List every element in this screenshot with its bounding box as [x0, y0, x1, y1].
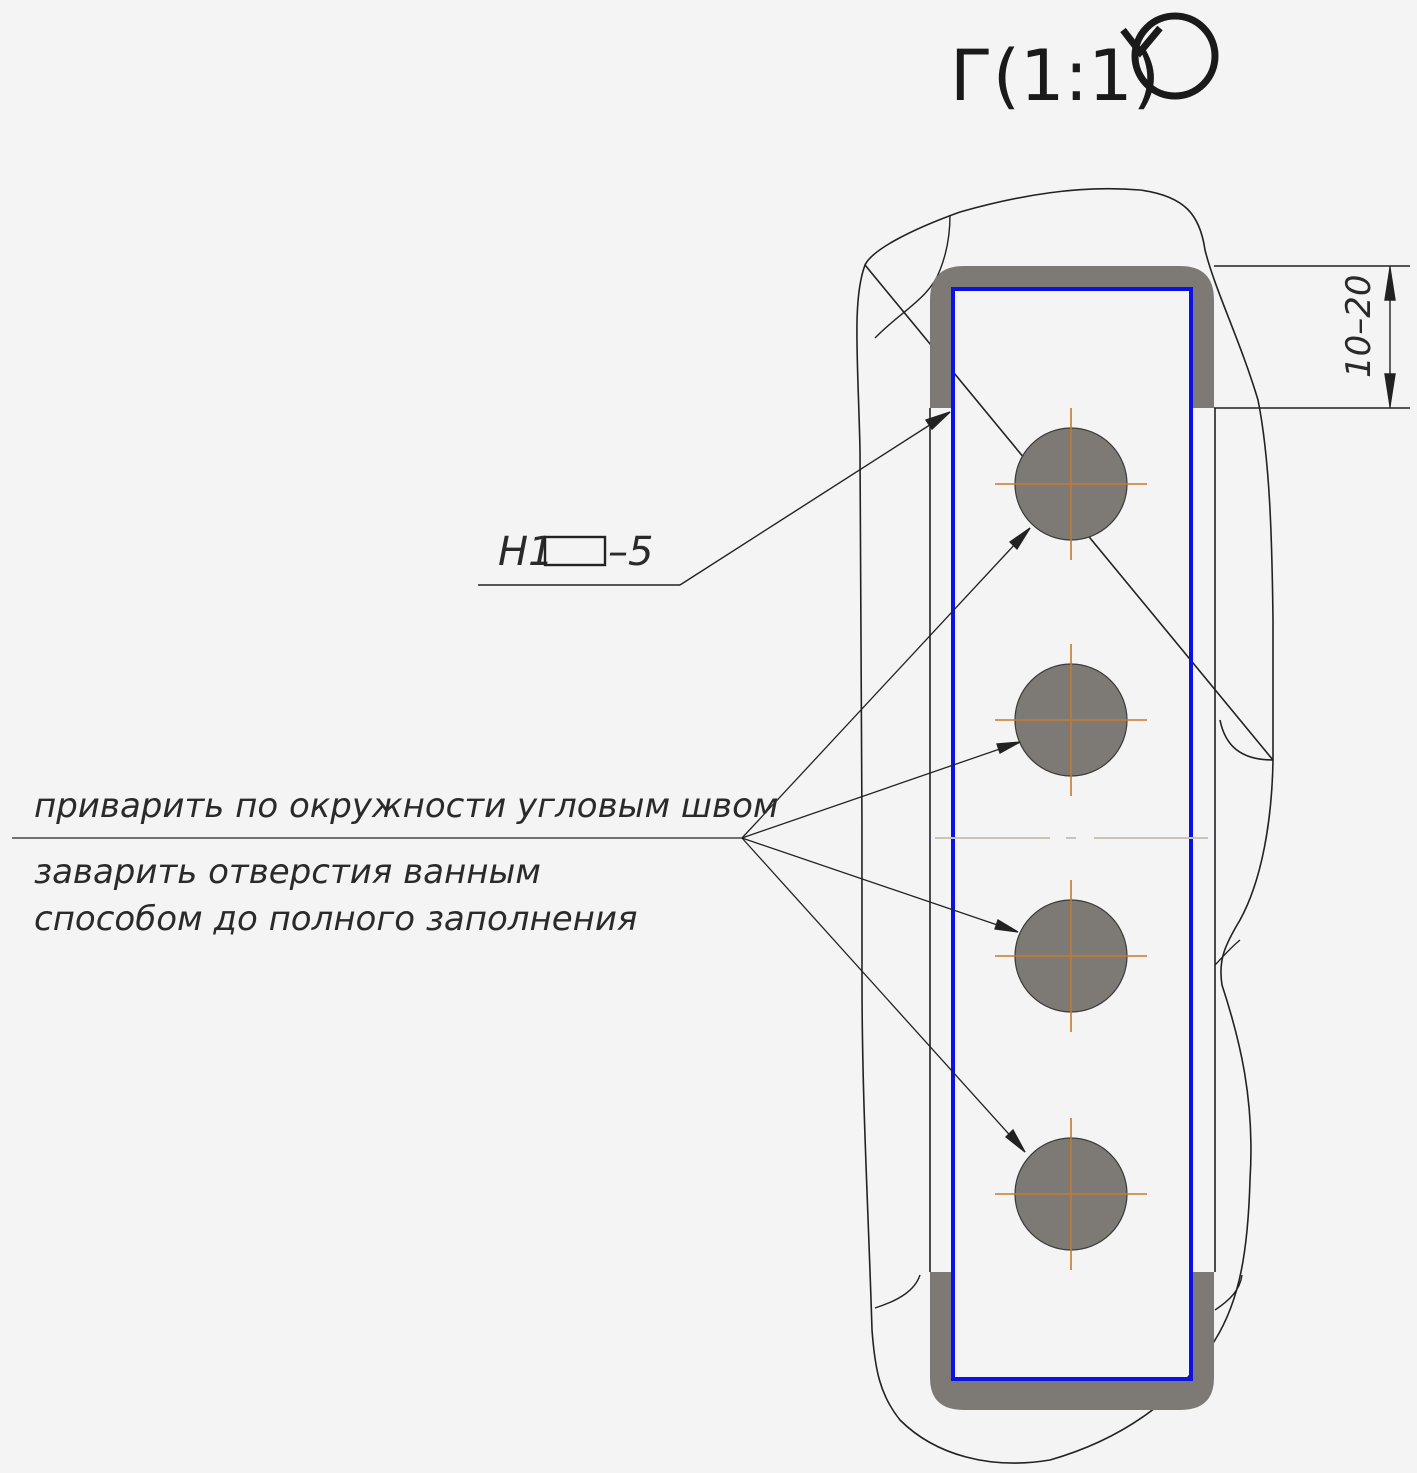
hole-1 — [995, 408, 1147, 560]
weld-seam-bottom — [930, 1272, 1214, 1410]
dimension-weld-length — [1214, 265, 1410, 409]
hole-2 — [995, 644, 1147, 796]
plate-outline — [951, 287, 1193, 1381]
fill-note-line1: заварить отверстия ванным — [34, 852, 541, 892]
rotated-view-symbol — [1120, 12, 1219, 100]
fillet-weld-sign — [543, 535, 607, 567]
inner-break-line-top — [874, 214, 951, 339]
view-designation: Г(1:1) — [950, 35, 1160, 117]
weld-seam-top — [930, 266, 1214, 408]
fill-note-line2: способом до полного заполнения — [34, 899, 637, 939]
weld-note-text: приварить по окружности угловым швом — [34, 786, 779, 826]
weld-symbol-leader — [478, 411, 951, 586]
holes-group — [995, 408, 1147, 1270]
notes-leader — [12, 527, 1031, 1153]
hole-3 — [995, 880, 1147, 1032]
weld-leg-size-text: –5 — [608, 529, 653, 575]
inner-break-line-bottom — [874, 1274, 921, 1309]
outer-break-contour — [856, 187, 1274, 1464]
hole-4 — [995, 1118, 1147, 1270]
right-break-line — [1214, 939, 1243, 1311]
dimension-text: 10–20 — [1339, 274, 1379, 378]
